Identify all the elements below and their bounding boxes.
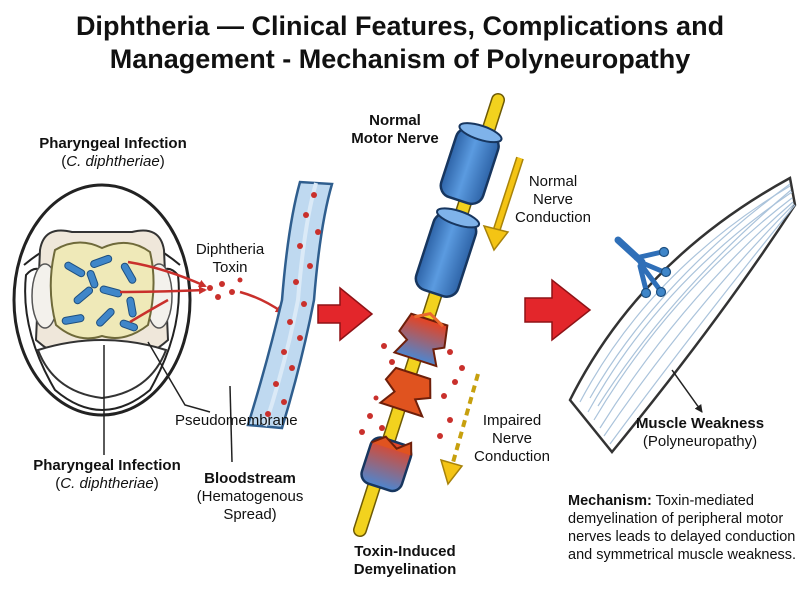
- neuromuscular-junction-icon: [614, 236, 672, 299]
- label-pharyngeal-infection-bottom: Pharyngeal Infection (C. diphtheriae): [12, 457, 202, 493]
- bloodstream-sub-1: (Hematogenous: [196, 488, 304, 505]
- label-toxin-induced-demyelination: Toxin-Induced Demyelination: [353, 543, 457, 578]
- title-line-1: Diphtheria — Clinical Features, Complica…: [75, 11, 725, 41]
- title-line-2: Management - Mechanism of Polyneuropathy: [109, 44, 691, 74]
- blood-to-nerve-arrow: [317, 286, 374, 342]
- label-normal-conduction: Normal Nerve Conduction: [515, 173, 591, 226]
- mouth-pharynx-illustration: [12, 183, 207, 417]
- leader-lines: [103, 341, 233, 463]
- mechanism-note: Mechanism: Toxin-mediated demyelination …: [568, 492, 798, 564]
- toxin-particles: [207, 277, 243, 300]
- bloodstream-sub-2: Spread): [223, 506, 277, 523]
- toxin-line-1: Diphtheria: [195, 241, 265, 258]
- label-pseudomembrane: Pseudomembrane: [175, 412, 298, 429]
- label-muscle-weakness: Muscle Weakness (Polyneuropathy): [625, 415, 775, 451]
- label-pharyngeal-infection-top: Pharyngeal Infection (C. diphtheriae): [18, 135, 208, 171]
- muscle-sub: (Polyneuropathy): [642, 433, 758, 450]
- muscle-heading: Muscle Weakness: [635, 415, 765, 432]
- toxin-line-2: Toxin: [212, 259, 248, 276]
- pharyngeal-top-organism: (C. diphtheriae): [61, 153, 165, 170]
- label-bloodstream: Bloodstream (Hematogenous Spread): [190, 470, 310, 524]
- motor-nerve: [353, 93, 505, 537]
- nerve-to-muscle-arrow: [524, 278, 592, 342]
- muscle-fiber-bundle: [568, 176, 797, 454]
- bacteria-cluster: [61, 254, 138, 332]
- label-impaired-conduction: Impaired Nerve Conduction: [474, 412, 550, 465]
- impaired-conduction-arrow: [450, 373, 480, 467]
- bloodstream-heading: Bloodstream: [204, 470, 296, 487]
- pharyngeal-top-heading: Pharyngeal Infection: [39, 135, 187, 152]
- pharyngeal-bottom-organism: (C. diphtheriae): [55, 475, 159, 492]
- toxin-to-blood-arrow: [239, 290, 284, 314]
- blood-vessel: [246, 180, 334, 430]
- mechanism-text: Toxin-mediated demyelination of peripher…: [568, 493, 797, 563]
- label-diphtheria-toxin: Diphtheria Toxin: [185, 241, 275, 277]
- mechanism-heading: Mechanism:: [568, 493, 652, 509]
- pharyngeal-bottom-heading: Pharyngeal Infection: [33, 457, 181, 474]
- diagram-title: Diphtheria — Clinical Features, Complica…: [0, 10, 800, 76]
- label-normal-motor-nerve: Normal Motor Nerve: [351, 112, 439, 147]
